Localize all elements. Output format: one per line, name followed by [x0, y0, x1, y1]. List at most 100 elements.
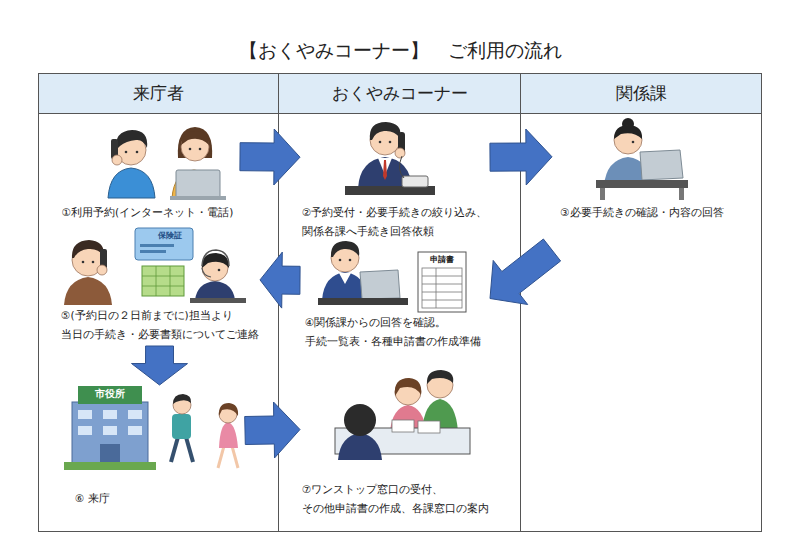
application-form-part [436, 268, 437, 308]
walking-woman-part [219, 422, 238, 448]
application-form-part [422, 276, 462, 277]
walking-man-part [172, 414, 191, 439]
step-description: ⑦ワンストップ窓口の受付、 その他申請書の作成、各課窓口の案内 [302, 480, 495, 518]
operator-woman-part [218, 269, 221, 272]
lane-header: 関係課 [521, 74, 761, 114]
block-arrow [240, 129, 300, 185]
pension-booklet-part [142, 286, 184, 287]
application-form-part [422, 268, 462, 308]
step-description: ②予約受付・必要手続きの絞り込み、 関係各課へ手続き回答依頼 [302, 203, 490, 241]
city-hall-part [128, 410, 142, 419]
staff-woman-part [600, 188, 605, 200]
swimlane-column: 関係課 ③必要手続きの確認・内容の回答 [520, 73, 762, 532]
caller-man-part [136, 151, 139, 154]
resident-man-part [92, 261, 95, 264]
walking-man [171, 394, 193, 462]
illustration-label: 市役所 [78, 388, 142, 400]
swimlane-column: おくやみコーナー ②予約受付・必要手続きの絞り込み、 関係各課へ手続き回答依頼 ④関… [278, 73, 521, 532]
reception-man-part [399, 156, 404, 178]
step-description: ⑤(予約日の２日前までに)担当より 当日の手続き・必要書類についてご連絡 [61, 306, 260, 344]
walking-man-part [171, 437, 178, 462]
resident-man-part [82, 261, 85, 264]
step-description: ④関係課からの回答を確認。 手続一覧表・各種申請書の作成準備 [305, 313, 490, 351]
process-step: ⑦ワンストップ窓口の受付、 その他申請書の作成、各課窓口の案内 [300, 368, 495, 518]
reception-man-part [395, 148, 405, 158]
city-hall-part [103, 426, 117, 435]
operator-woman-part [202, 250, 229, 266]
resident-man [64, 240, 112, 305]
application-form-part [422, 292, 462, 293]
walking-woman-part [232, 446, 238, 468]
lane-header: おくやみコーナー [279, 74, 520, 114]
step-description: ③必要手続きの確認・内容の回答 [552, 203, 732, 222]
pension-booklet-part [142, 266, 184, 296]
walking-woman [218, 403, 238, 468]
city-hall-part [72, 402, 148, 464]
step-text-group: ①利用予約(インターネット・電話) [55, 203, 240, 222]
process-step: ⑥ 来庁 [55, 385, 245, 508]
city-hall [64, 386, 156, 470]
insurance-card-part [140, 250, 166, 253]
step-description: ①利用予約(インターネット・電話) [55, 203, 240, 222]
reception-man-part [370, 122, 401, 140]
visitor-couple [390, 370, 458, 432]
block-arrow [260, 252, 300, 308]
process-step: ⑤(予約日の２日前までに)担当より 当日の手続き・必要書類についてご連絡 [55, 228, 260, 346]
visitor-couple-part [395, 378, 421, 396]
checking-man-part [360, 270, 400, 299]
operator-woman-part [195, 281, 235, 300]
staff-woman-part [679, 188, 684, 200]
insurance-card-part [140, 244, 174, 247]
laptop-woman-part [176, 170, 220, 198]
visitor-couple-part [427, 370, 453, 384]
illustration-label: 保険証 [150, 231, 190, 241]
checking-man [318, 241, 408, 305]
resident-man-part [64, 277, 112, 305]
staff-woman-part [614, 126, 642, 154]
staff-woman-part [640, 150, 683, 180]
resident-man-part [72, 240, 104, 258]
caller-man-part [125, 151, 128, 154]
step-text-group: ③必要手続きの確認・内容の回答 [552, 203, 732, 222]
reception-man [345, 122, 435, 195]
step-text-group: ⑦ワンストップ窓口の受付、 その他申請書の作成、各課窓口の案内 [300, 480, 495, 518]
reception-man-part [379, 141, 382, 144]
process-step: ①利用予約(インターネット・電話) [55, 115, 240, 222]
laptop-woman-part [170, 196, 226, 200]
walking-woman-part [218, 446, 224, 468]
process-step: ②予約受付・必要手続きの絞り込み、 関係各課へ手続き回答依頼 [300, 115, 490, 243]
step-description: ⑥ 来庁 [75, 489, 245, 508]
resident-man-part [97, 265, 107, 275]
staff-woman-part [632, 141, 635, 144]
operator-woman-part [202, 253, 229, 268]
application-form-part [422, 284, 462, 285]
city-hall-part [78, 386, 142, 404]
checking-man-part [339, 259, 342, 262]
city-hall-part [103, 410, 117, 419]
staff-woman [596, 118, 688, 200]
clerk-back [338, 404, 382, 460]
step-text-group: ⑤(予約日の２日前までに)担当より 当日の手続き・必要書類についてご連絡 [55, 306, 260, 344]
step-text-group: ④関係課からの回答を確認。 手続一覧表・各種申請書の作成準備 [300, 313, 490, 351]
process-step: ③必要手続きの確認・内容の回答 [552, 115, 732, 250]
lane-header: 来庁者 [39, 74, 278, 114]
walking-man-part [173, 394, 191, 404]
insurance-card [135, 228, 193, 260]
block-arrow [245, 402, 300, 458]
walking-man-part [186, 437, 193, 462]
diagram-title: 【おくやみコーナー】 ご利用の流れ [0, 38, 800, 64]
block-arrow [490, 129, 552, 185]
laptop-woman-part [189, 148, 192, 151]
pension-booklet-part [156, 266, 157, 296]
reception-man-part [389, 141, 392, 144]
checking-man-part [331, 241, 359, 257]
caller-man-part [116, 130, 147, 150]
swimlane-column: 来庁者 ①利用予約(インターネット・電話) ⑤(予約日の２日前までに)担当より 当日… [38, 73, 279, 532]
laptop-woman-part [181, 131, 209, 145]
reception-man-part [383, 160, 387, 180]
step-text-group: ⑥ 来庁 [55, 489, 245, 508]
clerk-back-part [338, 433, 382, 460]
step-text-group: ②予約受付・必要手続きの絞り込み、 関係各課へ手続き回答依頼 [300, 203, 490, 241]
counter-desk-part [418, 421, 440, 433]
